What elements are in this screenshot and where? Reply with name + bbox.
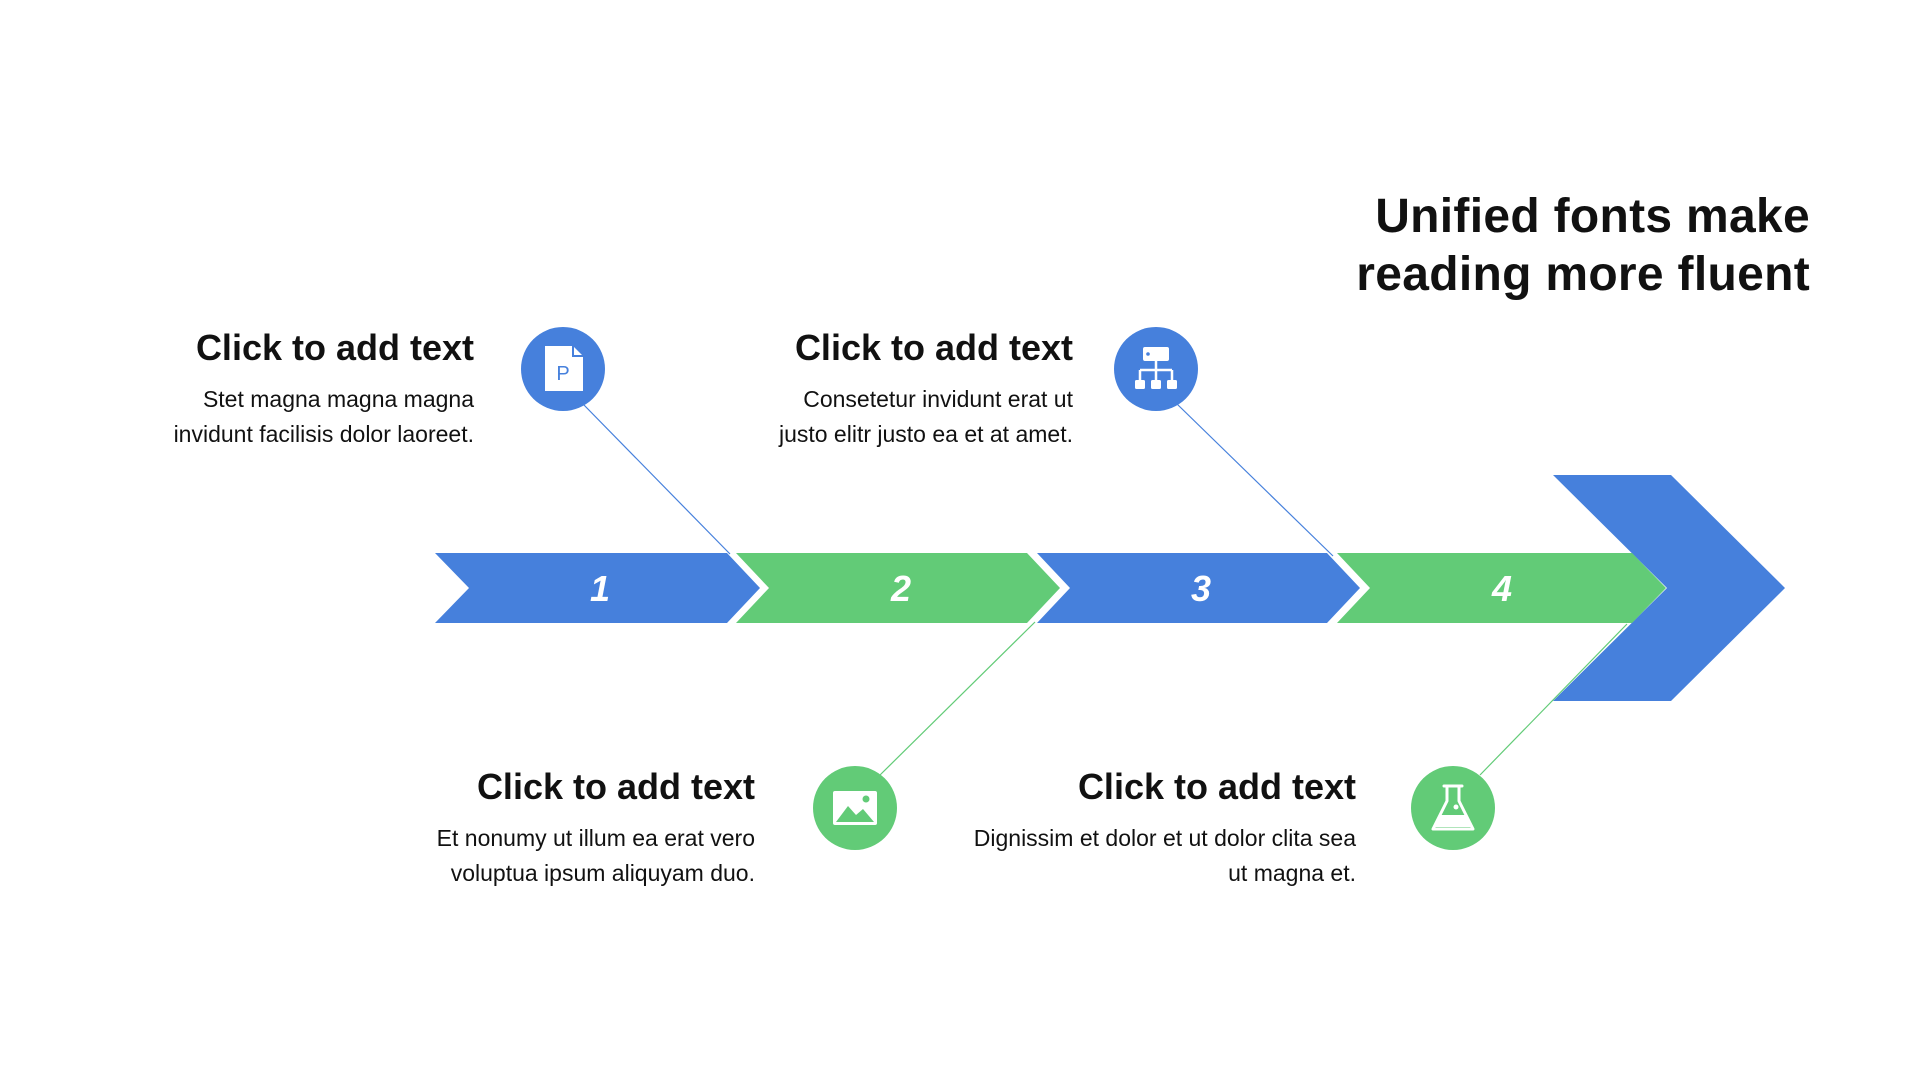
step-number-4: 4 [1491,568,1512,609]
step-4-description-line-1: Dignissim et dolor et ut dolor clita sea [973,825,1356,851]
step-2-text-block: Click to add text Et nonumy ut illum ea … [335,765,755,891]
step-4-heading[interactable]: Click to add text [1077,766,1356,807]
connector-line-3 [1176,403,1334,557]
slide-title-line-1: Unified fonts make [1375,190,1810,243]
step-2-description-line-2: voluptua ipsum aliquyam duo. [450,860,755,886]
step-number-1: 1 [590,568,610,609]
step-4-description[interactable]: Dignissim et dolor et ut dolor clita sea… [936,821,1356,891]
step-3-description-line-1: Consetetur invidunt erat ut [803,386,1073,412]
chevron-segment-4 [1337,553,1666,623]
step-3-description-line-2: justo elitr justo ea et at amet. [778,421,1073,447]
step-3-description[interactable]: Consetetur invidunt erat ut justo elitr … [653,382,1073,452]
slide-title: Unified fonts make reading more fluent [1190,188,1810,304]
step-3-heading[interactable]: Click to add text [794,327,1073,368]
step-number-3: 3 [1191,568,1211,609]
step-1-description[interactable]: Stet magna magna magna invidunt facilisi… [54,382,474,452]
step-3-text-block: Click to add text Consetetur invidunt er… [653,326,1073,452]
presentation-file-icon: P [521,327,605,411]
chevron-segment-2 [736,553,1060,623]
chevron-segment-1 [435,553,760,623]
step-2-description[interactable]: Et nonumy ut illum ea erat vero voluptua… [335,821,755,891]
step-4-text-block: Click to add text Dignissim et dolor et … [936,765,1356,891]
slide-title-line-2: reading more fluent [1356,248,1810,301]
org-chart-icon [1114,327,1198,411]
step-1-description-line-2: invidunt facilisis dolor laoreet. [173,421,474,447]
flask-icon [1411,766,1495,850]
big-arrow-head [1553,475,1785,701]
connector-line-4 [1479,623,1628,776]
step-number-2: 2 [890,568,911,609]
image-icon [813,766,897,850]
connector-line-1 [582,403,731,555]
step-1-heading[interactable]: Click to add text [195,327,474,368]
connector-line-2 [879,621,1036,776]
step-1-description-line-1: Stet magna magna magna [202,386,474,412]
chevron-segment-3 [1037,553,1360,623]
svg-text:P: P [556,363,569,385]
step-4-description-line-2: ut magna et. [1228,860,1356,886]
step-1-text-block: Click to add text Stet magna magna magna… [54,326,474,452]
step-2-description-line-1: Et nonumy ut illum ea erat vero [436,825,755,851]
step-2-heading[interactable]: Click to add text [476,766,755,807]
